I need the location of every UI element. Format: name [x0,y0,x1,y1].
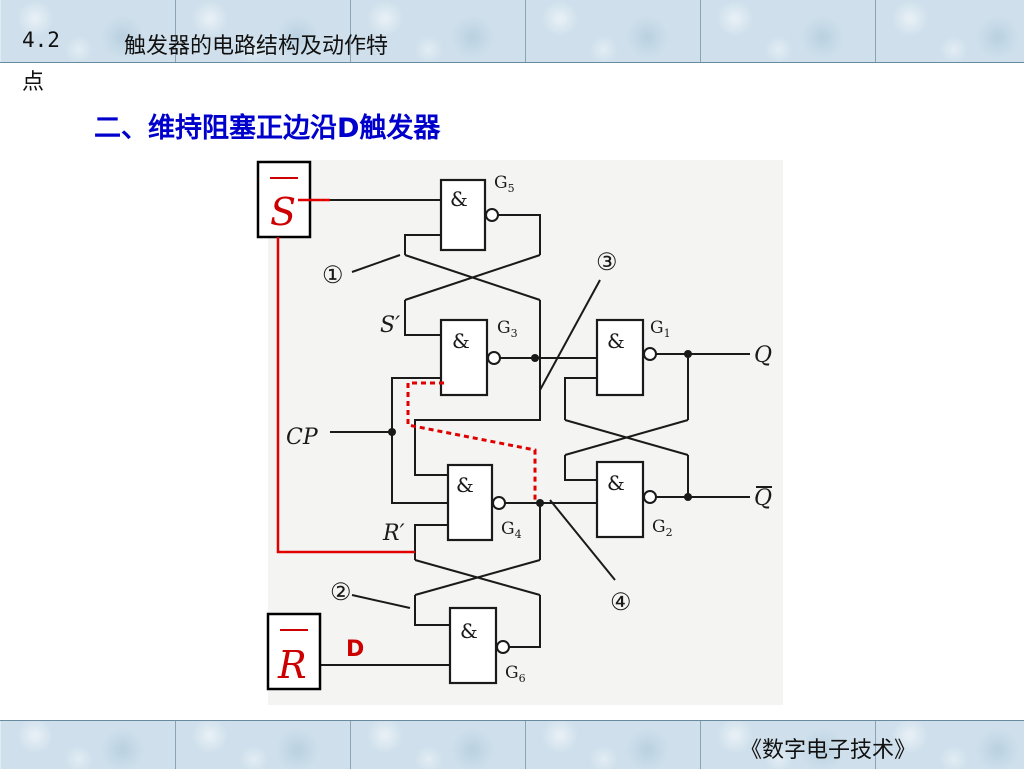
marker-1: ① [322,261,344,289]
q-bar-output-label: Q [754,486,772,511]
blocking-path-highlight [406,381,537,503]
gate-g1-symbol: & [607,329,625,353]
bar-divider [875,721,876,769]
bar-divider [700,0,701,62]
s-prime-label: S′ [380,313,400,338]
bar-divider [350,721,351,769]
gate-g1-label: G1 [650,318,671,340]
gate-g4-label: G4 [501,519,522,541]
slide-heading: 二、维持阻塞正边沿D触发器 [94,113,441,144]
section-title: 触发器的电路结构及动作特 [124,34,389,59]
bar-divider [525,0,526,62]
gate-g2-label: G2 [652,517,673,539]
gate-g5: & G5 [439,173,515,252]
set-feedback-highlight [276,237,415,554]
gate-g3: & G3 [439,318,518,397]
reset-input-label: R [277,643,307,687]
section-number: 4.2 [22,28,60,52]
q-output-label: Q [754,343,772,368]
bar-divider [525,721,526,769]
gate-g6-label: G6 [505,663,526,685]
d-input-label: D [346,637,364,662]
gate-g6-symbol: & [460,619,478,643]
gate-g2-symbol: & [607,471,625,495]
bar-divider [700,721,701,769]
gate-g5-label: G5 [494,173,515,195]
bar-divider [175,0,176,62]
section-title-continuation: 点 [22,70,45,95]
gate-g3-symbol: & [452,329,470,353]
bar-divider [175,721,176,769]
bar-divider [350,0,351,62]
book-title: 《数字电子技术》 [739,738,916,763]
marker-3: ③ [596,248,618,276]
gate-g2: & G2 [595,460,673,539]
bar-divider [875,0,876,62]
footer-bar [0,720,1024,769]
gate-g3-label: G3 [497,318,518,340]
marker-4: ④ [610,588,632,616]
gate-g1: & G1 [595,318,671,397]
gate-g6: & G6 [448,606,526,685]
gate-g5-symbol: & [450,187,468,211]
header-bar [0,0,1024,63]
marker-2: ② [330,578,352,606]
r-prime-label: R′ [382,521,405,546]
reset-input-box: R [266,612,322,691]
cp-label: CP [286,425,319,450]
circuit-wires [310,199,750,666]
gate-g4-symbol: & [456,473,474,497]
set-input-label: S [270,190,296,234]
